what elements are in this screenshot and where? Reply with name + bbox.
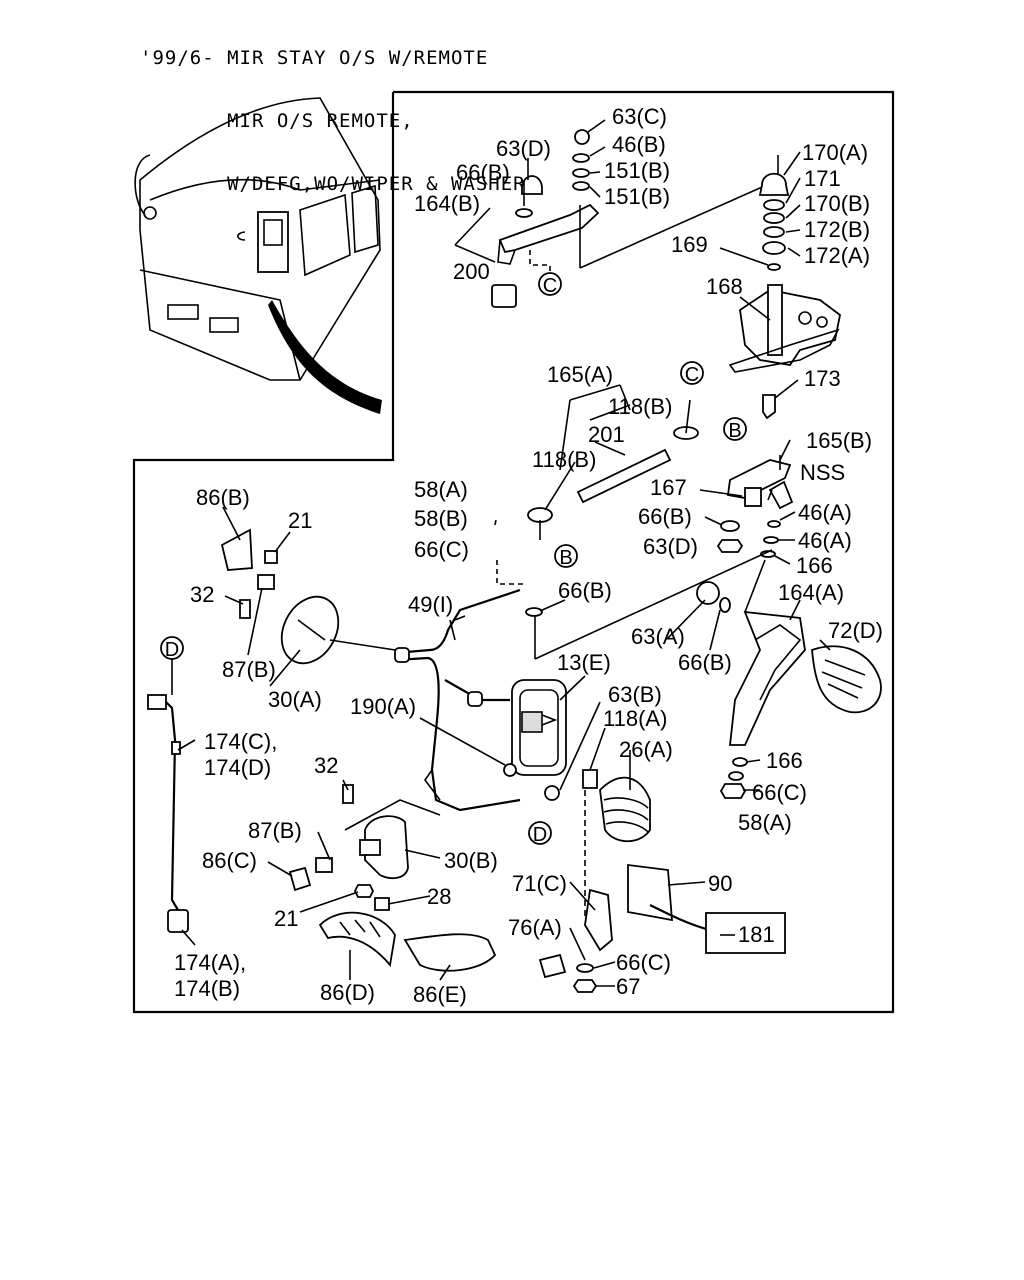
callout-166-top: 166	[796, 553, 833, 578]
marker-b-mid-label: B	[559, 547, 572, 569]
callout-67: 67	[616, 974, 640, 999]
marker-b-right-label: B	[728, 420, 741, 442]
callout-118b-r: 118(B)	[608, 394, 672, 419]
wiring-harness-174	[147, 655, 189, 933]
callout-86e: 86(E)	[413, 982, 467, 1007]
callout-171: 171	[804, 166, 841, 191]
callout-174ab-1: 174(A),	[174, 950, 246, 975]
mirror-13e	[503, 679, 567, 801]
callout-71c: 71(C)	[512, 871, 567, 896]
callout-21-low: 21	[274, 906, 298, 931]
callout-63a: 63(A)	[631, 624, 685, 649]
callout-118b-l: 118(B)	[532, 447, 596, 472]
callout-181: 181	[738, 922, 775, 947]
callout-174cd-2: 174(D)	[204, 755, 271, 780]
callout-90: 90	[708, 871, 732, 896]
callout-168: 168	[706, 274, 743, 299]
callout-86d: 86(D)	[320, 980, 375, 1005]
callout-86b: 86(B)	[196, 485, 250, 510]
leader-lines	[177, 119, 831, 987]
callout-63b: 63(B)	[608, 682, 662, 707]
callout-63d-top: 63(D)	[496, 136, 551, 161]
callout-32-top: 32	[190, 582, 214, 607]
bottom-bracket-assembly	[538, 863, 786, 993]
marker-b-right	[723, 417, 747, 441]
callout-labels: 63(C) 46(B) 63(D) 151(B) 66(B) 151(B) 16…	[174, 104, 883, 1007]
callout-76a: 76(A)	[508, 915, 562, 940]
marker-c-right-label: C	[685, 364, 699, 386]
circle-markers: C C B B D D	[160, 272, 747, 846]
callout-172b: 172(B)	[804, 217, 870, 242]
callout-165b: 165(B)	[806, 428, 872, 453]
marker-d-left-label: D	[165, 639, 179, 661]
diagram-frame	[132, 90, 895, 1014]
callout-49i: 49(I)	[408, 592, 453, 617]
callout-164b: 164(B)	[414, 191, 480, 216]
callout-174ab-2: 174(B)	[174, 976, 240, 1001]
marker-d-mid	[528, 821, 552, 845]
callout-167: 167	[650, 475, 687, 500]
linkage-rod	[527, 384, 699, 540]
callout-66b-arm: 66(B)	[558, 578, 612, 603]
callout-66b-top: 66(B)	[456, 160, 510, 185]
mirror-30b	[288, 784, 497, 972]
callout-72d: 72(D)	[828, 618, 883, 643]
callout-nss: NSS	[800, 460, 845, 485]
callout-200: 200	[453, 259, 490, 284]
callout-169: 169	[671, 232, 708, 257]
callout-58a-low: 58(A)	[738, 810, 792, 835]
callout-151b-2: 151(B)	[604, 184, 670, 209]
callout-63c: 63(C)	[612, 104, 667, 129]
callout-58a-top: 58(A)	[414, 477, 468, 502]
callout-118a: 118(A)	[603, 706, 667, 731]
header-line-1: '99/6- MIR STAY O/S W/REMOTE	[140, 47, 489, 69]
callout-172a: 172(A)	[804, 243, 870, 268]
mirror-stay-49i	[394, 560, 543, 812]
callout-21-top: 21	[288, 508, 312, 533]
callout-166-low: 166	[766, 748, 803, 773]
callout-46b-top: 46(B)	[612, 132, 666, 157]
callout-164a: 164(A)	[778, 580, 844, 605]
callout-66b-low: 66(B)	[678, 650, 732, 675]
lower-bracket-164a	[696, 559, 882, 799]
right-hardware-stack	[534, 455, 794, 660]
callout-87b-top: 87(B)	[222, 657, 276, 682]
callout-32-low: 32	[314, 753, 338, 778]
truck-cab-illustration	[134, 97, 382, 414]
marker-c-top-label: C	[543, 275, 557, 297]
callout-174cd-1: 174(C),	[204, 729, 277, 754]
callout-190a: 190(A)	[350, 694, 416, 719]
header-line-2: MIR O/S REMOTE,	[140, 110, 414, 132]
marker-d-left	[160, 636, 184, 660]
callout-63d-mid: 63(D)	[643, 534, 698, 559]
callout-87b-low: 87(B)	[248, 818, 302, 843]
callout-46a-1: 46(A)	[798, 500, 852, 525]
callout-86c: 86(C)	[202, 848, 257, 873]
upper-bracket-assembly	[454, 129, 841, 420]
callout-58b: 58(B)	[414, 506, 468, 531]
callout-66c-top: 66(C)	[414, 537, 469, 562]
callout-66b-mid: 66(B)	[638, 504, 692, 529]
callout-46a-2: 46(A)	[798, 528, 852, 553]
marker-c-top	[538, 272, 562, 296]
callout-13e: 13(E)	[557, 650, 611, 675]
mirror-30a	[220, 528, 396, 665]
callout-173: 173	[804, 366, 841, 391]
callout-66c-low: 66(C)	[752, 780, 807, 805]
callout-30a: 30(A)	[268, 687, 322, 712]
callout-170a: 170(A)	[802, 140, 868, 165]
marker-b-mid	[554, 544, 578, 568]
callout-201: 201	[588, 422, 625, 447]
callout-66c-bot: 66(C)	[616, 950, 671, 975]
marker-c-right	[680, 361, 704, 385]
callout-28: 28	[427, 884, 451, 909]
callout-30b: 30(B)	[444, 848, 498, 873]
callout-151b-1: 151(B)	[604, 158, 670, 183]
marker-d-mid-label: D	[533, 824, 547, 846]
callout-26a: 26(A)	[619, 737, 673, 762]
callout-165a: 165(A)	[547, 362, 613, 387]
hose-26a	[582, 769, 651, 920]
callout-170b: 170(B)	[804, 191, 870, 216]
